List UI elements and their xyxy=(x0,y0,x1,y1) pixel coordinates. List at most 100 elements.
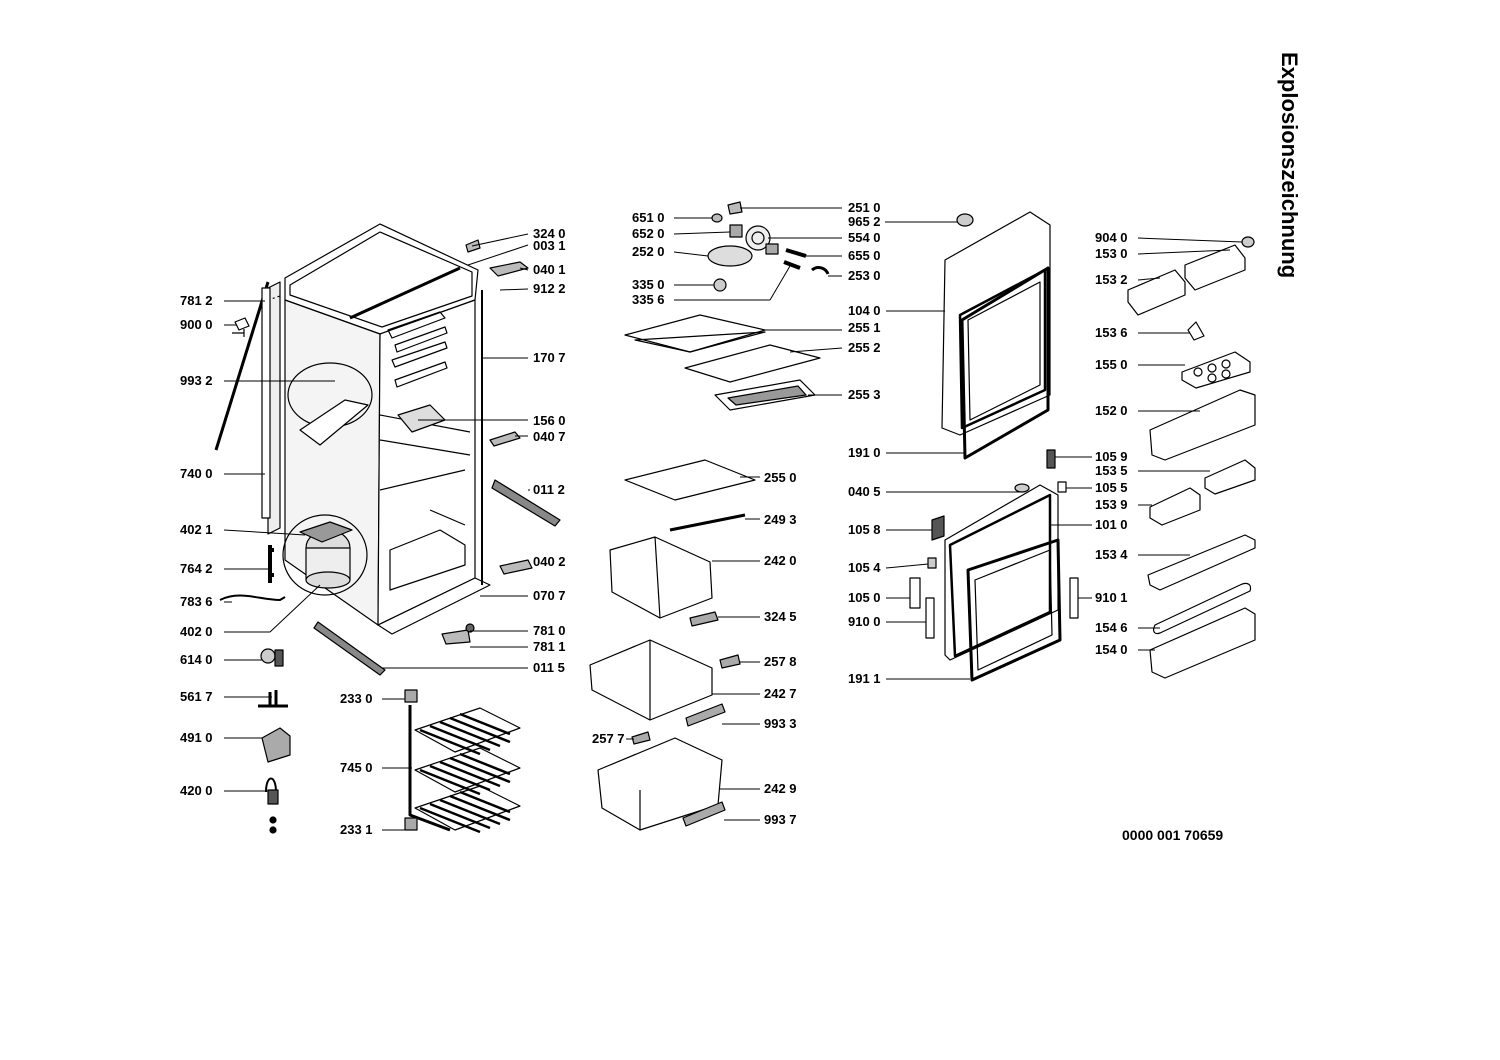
callout-255-0: 255 0 xyxy=(764,470,797,485)
callout-252-0: 252 0 xyxy=(632,244,665,259)
callout-491-0: 491 0 xyxy=(180,730,213,745)
tube-781-2-shape xyxy=(214,281,270,451)
callout-257-7: 257 7 xyxy=(592,731,625,746)
rail-011-2-shape xyxy=(491,479,561,527)
callout-153-6: 153 6 xyxy=(1095,325,1128,340)
callout-153-0: 153 0 xyxy=(1095,246,1128,261)
callout-156-0: 156 0 xyxy=(533,413,566,428)
hinge-040-2-shape xyxy=(499,559,533,575)
callout-155-0: 155 0 xyxy=(1095,357,1128,372)
callout-105-8: 105 8 xyxy=(848,522,881,537)
callout-402-1: 402 1 xyxy=(180,522,213,537)
callout-993-3: 993 3 xyxy=(764,716,797,731)
callout-965-2: 965 2 xyxy=(848,214,881,229)
callout-153-9: 153 9 xyxy=(1095,497,1128,512)
drier-764-2-shape xyxy=(268,545,274,583)
callout-105-0: 105 0 xyxy=(848,590,881,605)
callout-153-4: 153 4 xyxy=(1095,547,1128,562)
callout-011-2: 011 2 xyxy=(533,482,565,497)
document-number: 0000 001 70659 xyxy=(1122,827,1224,843)
callout-040-5: 040 5 xyxy=(848,484,881,499)
hinge-040-7-shape xyxy=(489,431,521,447)
callout-910-0: 910 0 xyxy=(848,614,881,629)
callout-324-5: 324 5 xyxy=(764,609,797,624)
callout-910-1: 910 1 xyxy=(1095,590,1128,605)
callout-242-7: 242 7 xyxy=(764,686,797,701)
crisper-drawers xyxy=(589,536,741,831)
callout-105-4: 105 4 xyxy=(848,560,881,575)
callout-740-0: 740 0 xyxy=(180,466,213,481)
glass-shelves xyxy=(624,314,821,532)
callout-191-1: 191 1 xyxy=(848,671,881,686)
callout-993-2: 993 2 xyxy=(180,373,213,388)
compressor-circle xyxy=(282,514,368,596)
callout-781-2: 781 2 xyxy=(180,293,213,308)
condenser-740-0-shape xyxy=(261,287,271,519)
lamp-assembly xyxy=(707,201,830,292)
hinge-040-1-shape xyxy=(489,261,529,277)
callout-105-5: 105 5 xyxy=(1095,480,1128,495)
callout-003-1: 003 1 xyxy=(533,238,566,253)
starter-parts xyxy=(258,648,291,834)
callout-105-9: 105 9 xyxy=(1095,449,1128,464)
part-781-0-shape xyxy=(465,623,475,633)
callout-191-0: 191 0 xyxy=(848,445,881,460)
callout-070-7: 070 7 xyxy=(533,588,566,603)
compressor xyxy=(299,521,353,589)
callout-251-0: 251 0 xyxy=(848,200,881,215)
callout-324-0: 324 0 xyxy=(533,226,566,241)
page-title: Explosionszeichnung xyxy=(1277,52,1302,279)
callout-402-0: 402 0 xyxy=(180,624,213,639)
callout-255-3: 255 3 xyxy=(848,387,881,402)
callout-335-6: 335 6 xyxy=(632,292,665,307)
callout-152-0: 152 0 xyxy=(1095,403,1128,418)
callout-781-1: 781 1 xyxy=(533,639,566,654)
callout-242-9: 242 9 xyxy=(764,781,797,796)
clip-900-0-shape xyxy=(232,317,250,337)
callout-040-1: 040 1 xyxy=(533,262,566,277)
callout-040-7: 040 7 xyxy=(533,429,566,444)
callout-561-7: 561 7 xyxy=(180,689,213,704)
callout-170-7: 170 7 xyxy=(533,350,566,365)
callout-242-0: 242 0 xyxy=(764,553,797,568)
callout-249-3: 249 3 xyxy=(764,512,797,527)
callout-783-6: 783 6 xyxy=(180,594,213,609)
leader-lines xyxy=(223,207,1243,831)
callout-253-0: 253 0 xyxy=(848,268,881,283)
lower-door xyxy=(909,449,1079,682)
callout-614-0: 614 0 xyxy=(180,652,213,667)
callout-104-0: 104 0 xyxy=(848,303,881,318)
door-bins xyxy=(1127,236,1256,679)
callout-764-2: 764 2 xyxy=(180,561,213,576)
callout-652-0: 652 0 xyxy=(632,226,665,241)
part-781-1-shape xyxy=(441,629,471,645)
callout-912-2: 912 2 xyxy=(533,281,566,296)
callout-233-1: 233 1 xyxy=(340,822,373,837)
callout-153-5: 153 5 xyxy=(1095,463,1128,478)
callout-420-0: 420 0 xyxy=(180,783,213,798)
callout-993-7: 993 7 xyxy=(764,812,797,827)
callout-011-5: 011 5 xyxy=(533,660,565,675)
callout-257-8: 257 8 xyxy=(764,654,797,669)
freezer-racks xyxy=(404,689,521,834)
callout-154-0: 154 0 xyxy=(1095,642,1128,657)
callout-554-0: 554 0 xyxy=(848,230,881,245)
callout-255-1: 255 1 xyxy=(848,320,881,335)
callout-655-0: 655 0 xyxy=(848,248,881,263)
callout-781-0: 781 0 xyxy=(533,623,566,638)
rail-011-5-shape xyxy=(313,621,386,676)
callout-904-0: 904 0 xyxy=(1095,230,1128,245)
upper-door xyxy=(941,211,1051,460)
hose-783-6-shape xyxy=(219,594,286,601)
callout-154-6: 154 6 xyxy=(1095,620,1128,635)
callout-153-2: 153 2 xyxy=(1095,272,1128,287)
callout-745-0: 745 0 xyxy=(340,760,373,775)
callout-233-0: 233 0 xyxy=(340,691,373,706)
callout-651-0: 651 0 xyxy=(632,210,665,225)
callout-040-2: 040 2 xyxy=(533,554,566,569)
callout-900-0: 900 0 xyxy=(180,317,213,332)
callout-255-2: 255 2 xyxy=(848,340,881,355)
callout-335-0: 335 0 xyxy=(632,277,665,292)
